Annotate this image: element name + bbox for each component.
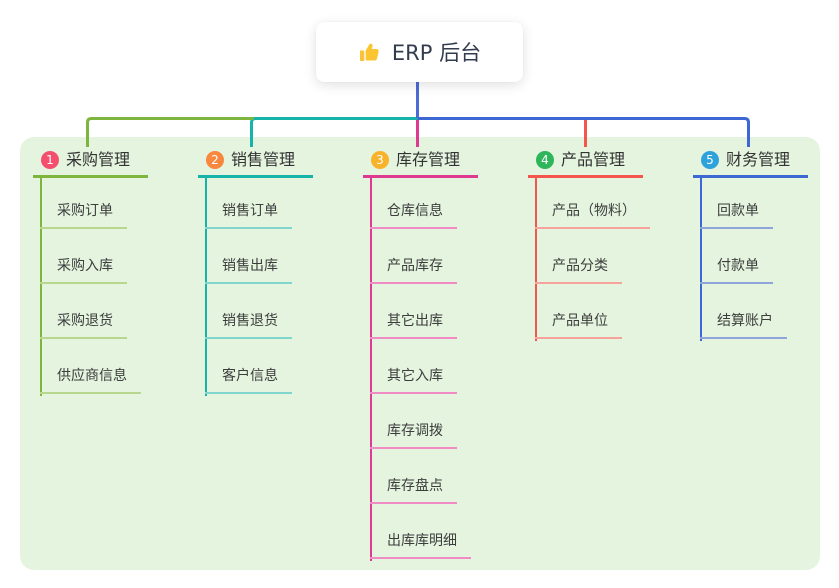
child-node[interactable]: 采购订单: [40, 201, 127, 229]
branch-spine-line: [205, 178, 207, 396]
branch-spine-line: [700, 178, 702, 341]
branch-header-2[interactable]: 2 销售管理: [198, 148, 313, 178]
child-node[interactable]: 产品分类: [535, 256, 622, 284]
branch-title: 采购管理: [66, 150, 131, 169]
branch-spine-line: [370, 178, 372, 561]
child-node[interactable]: 销售出库: [205, 256, 292, 284]
child-node[interactable]: 客户信息: [205, 366, 292, 394]
branch-title: 财务管理: [726, 150, 791, 169]
child-node[interactable]: 库存调拨: [370, 421, 457, 449]
child-node[interactable]: 采购入库: [40, 256, 127, 284]
child-node[interactable]: 销售订单: [205, 201, 292, 229]
child-node[interactable]: 产品单位: [535, 311, 622, 339]
child-node[interactable]: 产品库存: [370, 256, 457, 284]
child-node[interactable]: 采购退货: [40, 311, 127, 339]
branch-title: 产品管理: [561, 150, 626, 169]
branch-header-3[interactable]: 3 库存管理: [363, 148, 478, 178]
child-node[interactable]: 库存盘点: [370, 476, 457, 504]
branch-header-4[interactable]: 4 产品管理: [528, 148, 643, 178]
child-node[interactable]: 供应商信息: [40, 366, 141, 394]
branch-number-badge: 4: [536, 151, 554, 169]
child-node[interactable]: 销售退货: [205, 311, 292, 339]
branch-title: 库存管理: [396, 150, 461, 169]
branch-spine-line: [535, 178, 537, 341]
branch-title: 销售管理: [231, 150, 296, 169]
child-node[interactable]: 其它出库: [370, 311, 457, 339]
child-node[interactable]: 产品（物料）: [535, 201, 650, 229]
child-node[interactable]: 仓库信息: [370, 201, 457, 229]
branch-spine-line: [40, 178, 42, 396]
root-title: ERP 后台: [391, 41, 482, 65]
mindmap-panel: [20, 137, 820, 570]
child-node[interactable]: 付款单: [700, 256, 773, 284]
branch-header-1[interactable]: 1 采购管理: [33, 148, 148, 178]
branch-number-badge: 5: [701, 151, 719, 169]
thumbs-up-icon: [358, 40, 382, 64]
child-node[interactable]: 回款单: [700, 201, 773, 229]
branch-header-5[interactable]: 5 财务管理: [693, 148, 808, 178]
branch-number-badge: 2: [206, 151, 224, 169]
child-node[interactable]: 结算账户: [700, 311, 787, 339]
root-node[interactable]: ERP 后台: [316, 22, 523, 82]
branch-number-badge: 1: [41, 151, 59, 169]
child-node[interactable]: 其它入库: [370, 366, 457, 394]
branch-number-badge: 3: [371, 151, 389, 169]
child-node[interactable]: 出库库明细: [370, 531, 471, 559]
